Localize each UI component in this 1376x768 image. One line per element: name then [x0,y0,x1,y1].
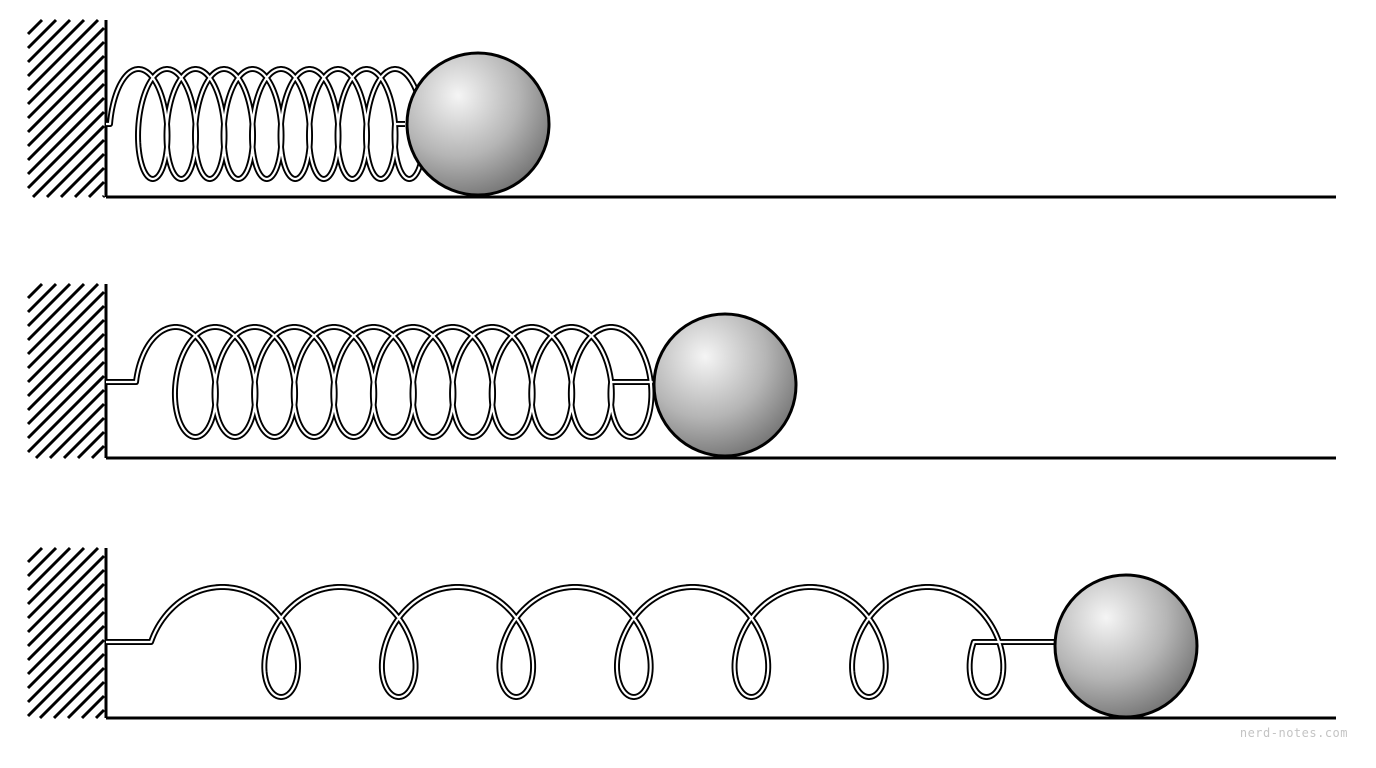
hatch-line [26,282,72,328]
hatch-line [26,54,106,134]
hatch-line [26,624,106,704]
hatch-line [52,666,106,720]
spring-wire-core [106,585,1055,699]
hatch-line [26,18,58,50]
hatch-line [26,18,100,92]
spring [106,66,428,182]
ball [652,312,798,458]
hatch-line [26,582,106,662]
spring-wire-core [106,325,655,439]
hatch-line [101,194,106,199]
hatch-line [26,18,72,64]
ball [405,51,551,197]
hatch-line [26,332,106,412]
hatch-line [26,282,100,356]
hatch-line [26,610,106,690]
hatch-line [76,430,106,460]
panel-compressed [26,18,1336,199]
spring-wire-outline [106,584,1055,700]
hatch-line [26,546,58,578]
hatch-line [31,124,106,199]
hatch-line [90,444,106,460]
hatch-line [26,546,86,606]
hatch-line [66,680,106,720]
hatch-line [26,96,106,176]
hatch-line [26,546,72,592]
spring [106,324,655,440]
hatch-line [87,180,106,199]
hatch-line [26,18,44,36]
hatch-line [26,26,106,106]
hatch-line [26,546,44,564]
hatch-line [26,18,86,78]
spring [106,584,1055,700]
ball [1053,573,1199,719]
hatch-line [73,166,106,199]
hatch-line [26,68,106,148]
hatch-line [80,694,106,720]
hatch-line [26,596,106,676]
spring-wire-core [106,67,426,181]
panel-stretched [26,546,1336,720]
hatch-line [48,402,106,460]
hatch-line [26,638,106,718]
hatch-line [62,416,106,460]
hatch-line [26,282,58,314]
hatch-line [26,360,106,440]
hatch-line [26,40,106,120]
panel-equilibrium [26,282,1336,460]
wall-hatching [26,282,106,460]
hatch-line [26,82,106,162]
hatch-line [45,138,106,199]
hatch-line [26,304,106,384]
hatch-line [26,546,100,620]
hatch-line [94,708,106,720]
hatch-line [38,652,106,720]
wall-hatching [26,546,106,720]
hatch-line [26,374,106,454]
hatch-line [26,110,106,190]
hatch-line [26,318,106,398]
hatch-line [26,346,106,426]
wall-hatching [26,18,106,199]
hatch-line [59,152,106,199]
hatch-line [34,388,106,460]
hatch-line [26,568,106,648]
hatch-line [26,290,106,370]
hatch-line [26,282,86,342]
hatch-line [26,554,106,634]
hatch-line [26,282,44,300]
watermark-text: nerd-notes.com [1239,726,1348,740]
